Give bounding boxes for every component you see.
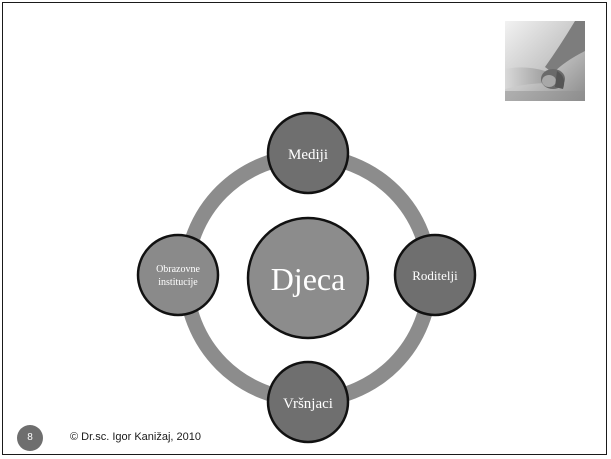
node-top-label: Mediji (288, 147, 328, 163)
node-bottom: Vršnjaci (266, 360, 350, 444)
node-top: Mediji (266, 111, 350, 195)
center-label: Djeca (271, 261, 346, 297)
node-left: Obrazovne institucije (136, 233, 220, 317)
slide-number-badge: 8 (17, 425, 43, 451)
node-right: Roditelji (393, 233, 477, 317)
node-left-label-line1: Obrazovne (156, 264, 200, 275)
node-right-label: Roditelji (412, 268, 458, 283)
center-node: Djeca (246, 216, 370, 340)
holding-hands-photo (505, 21, 585, 101)
node-left-label-line2: institucije (158, 277, 198, 288)
copyright-text: © Dr.sc. Igor Kanižaj, 2010 (70, 431, 202, 443)
node-bottom-label: Vršnjaci (283, 396, 333, 412)
